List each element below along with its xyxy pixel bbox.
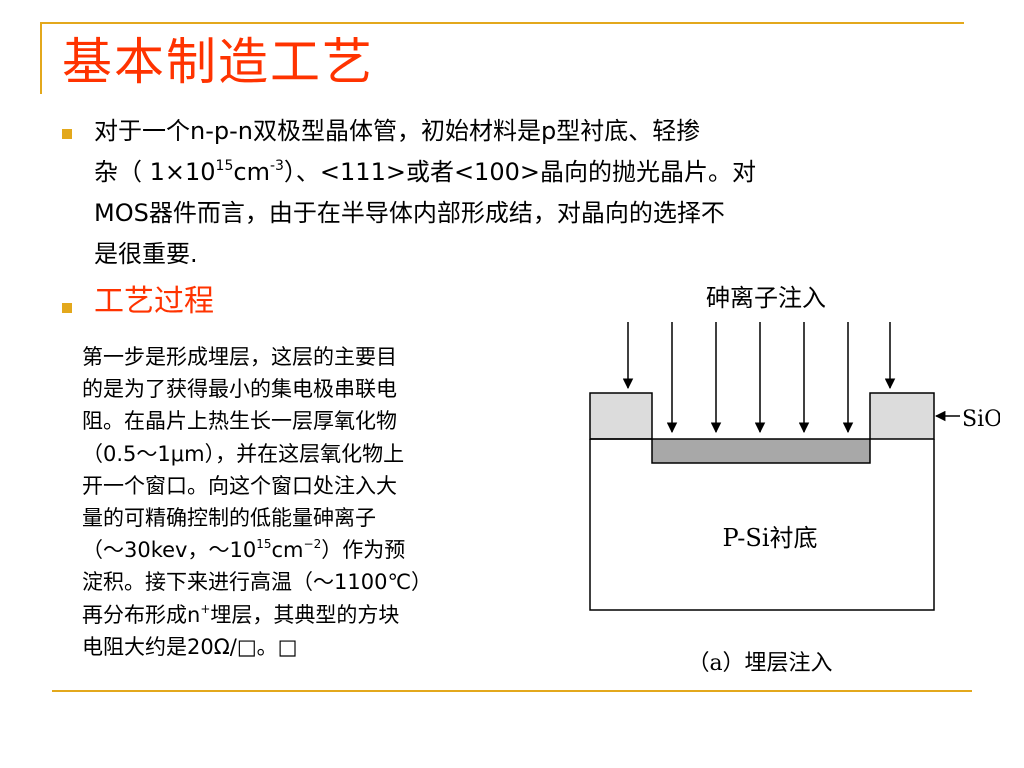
sio2-left-block (589, 392, 653, 440)
exponent: −2 (303, 537, 322, 552)
process-line: 开一个窗口。向这个窗口处注入大 (82, 473, 397, 498)
process-line: 的是为了获得最小的集电极串联电 (82, 377, 397, 402)
process-heading: 工艺过程 (94, 284, 214, 319)
process-line: 第一步是形成埋层，这层的主要目 (82, 345, 397, 369)
substrate-outline (589, 439, 935, 611)
exponent: 15 (256, 537, 272, 552)
process-line: （0.5～1μm），并在这层氧化物上 (82, 441, 405, 466)
process-line: 淀积。接下来进行高温（～1100℃） (82, 570, 433, 595)
slide-title: 基本制造工艺 (62, 33, 374, 91)
sio2-right-block (869, 392, 935, 440)
substrate-label: P-Si衬底 (722, 524, 817, 552)
process-line: 量的可精确控制的低能量砷离子 (82, 506, 376, 531)
arsenic-implant-label: 砷离子注入 (706, 284, 826, 312)
implant-arrows (622, 322, 896, 434)
top-rule (40, 22, 964, 24)
sio2-label: SiO2 (962, 407, 1000, 435)
unit-cm: cm (271, 538, 304, 563)
bullet-marker (62, 129, 72, 139)
intro-line-1: 对于一个n-p-n双极型晶体管，初始材料是p型衬底、轻掺 (94, 117, 701, 145)
intro-line-2-post: ）、<111>或者<100>晶向的抛光晶片。对 (283, 158, 756, 186)
bullet-marker (62, 303, 72, 313)
diagram-caption: （a）埋层注入 (687, 651, 832, 676)
process-line: （～30kev，～10 (82, 538, 257, 563)
superscript-plus: + (200, 601, 211, 616)
implanted-layer (651, 438, 871, 464)
unit-cm: cm (233, 158, 270, 186)
process-line: ）作为预 (321, 538, 406, 563)
left-rule (40, 22, 42, 94)
intro-line-4: 是很重要. (94, 240, 198, 268)
process-line: 埋层，其典型的方块 (210, 602, 400, 627)
process-line: 再分布形成n (82, 602, 201, 627)
exponent: 15 (215, 158, 234, 174)
process-line: 阻。在晶片上热生长一层厚氧化物 (82, 409, 397, 434)
intro-line-3: MOS器件而言，由于在半导体内部形成结，对晶向的选择不 (94, 199, 725, 227)
process-paragraph: 第一步是形成埋层，这层的主要目 的是为了获得最小的集电极串联电 阻。在晶片上热生… (82, 341, 532, 663)
process-line: 电阻大约是20Ω/□。□ (82, 634, 298, 659)
intro-line-2-pre: 杂（ 1×10 (94, 158, 216, 186)
exponent: -3 (269, 158, 284, 174)
intro-paragraph: 对于一个n-p-n双极型晶体管，初始材料是p型衬底、轻掺 杂（ 1×1015cm… (94, 111, 974, 275)
buried-layer-diagram: 砷离子注入 SiO2 P-Si衬底 （a）埋层注入 (589, 284, 1000, 676)
bottom-rule (52, 690, 972, 692)
